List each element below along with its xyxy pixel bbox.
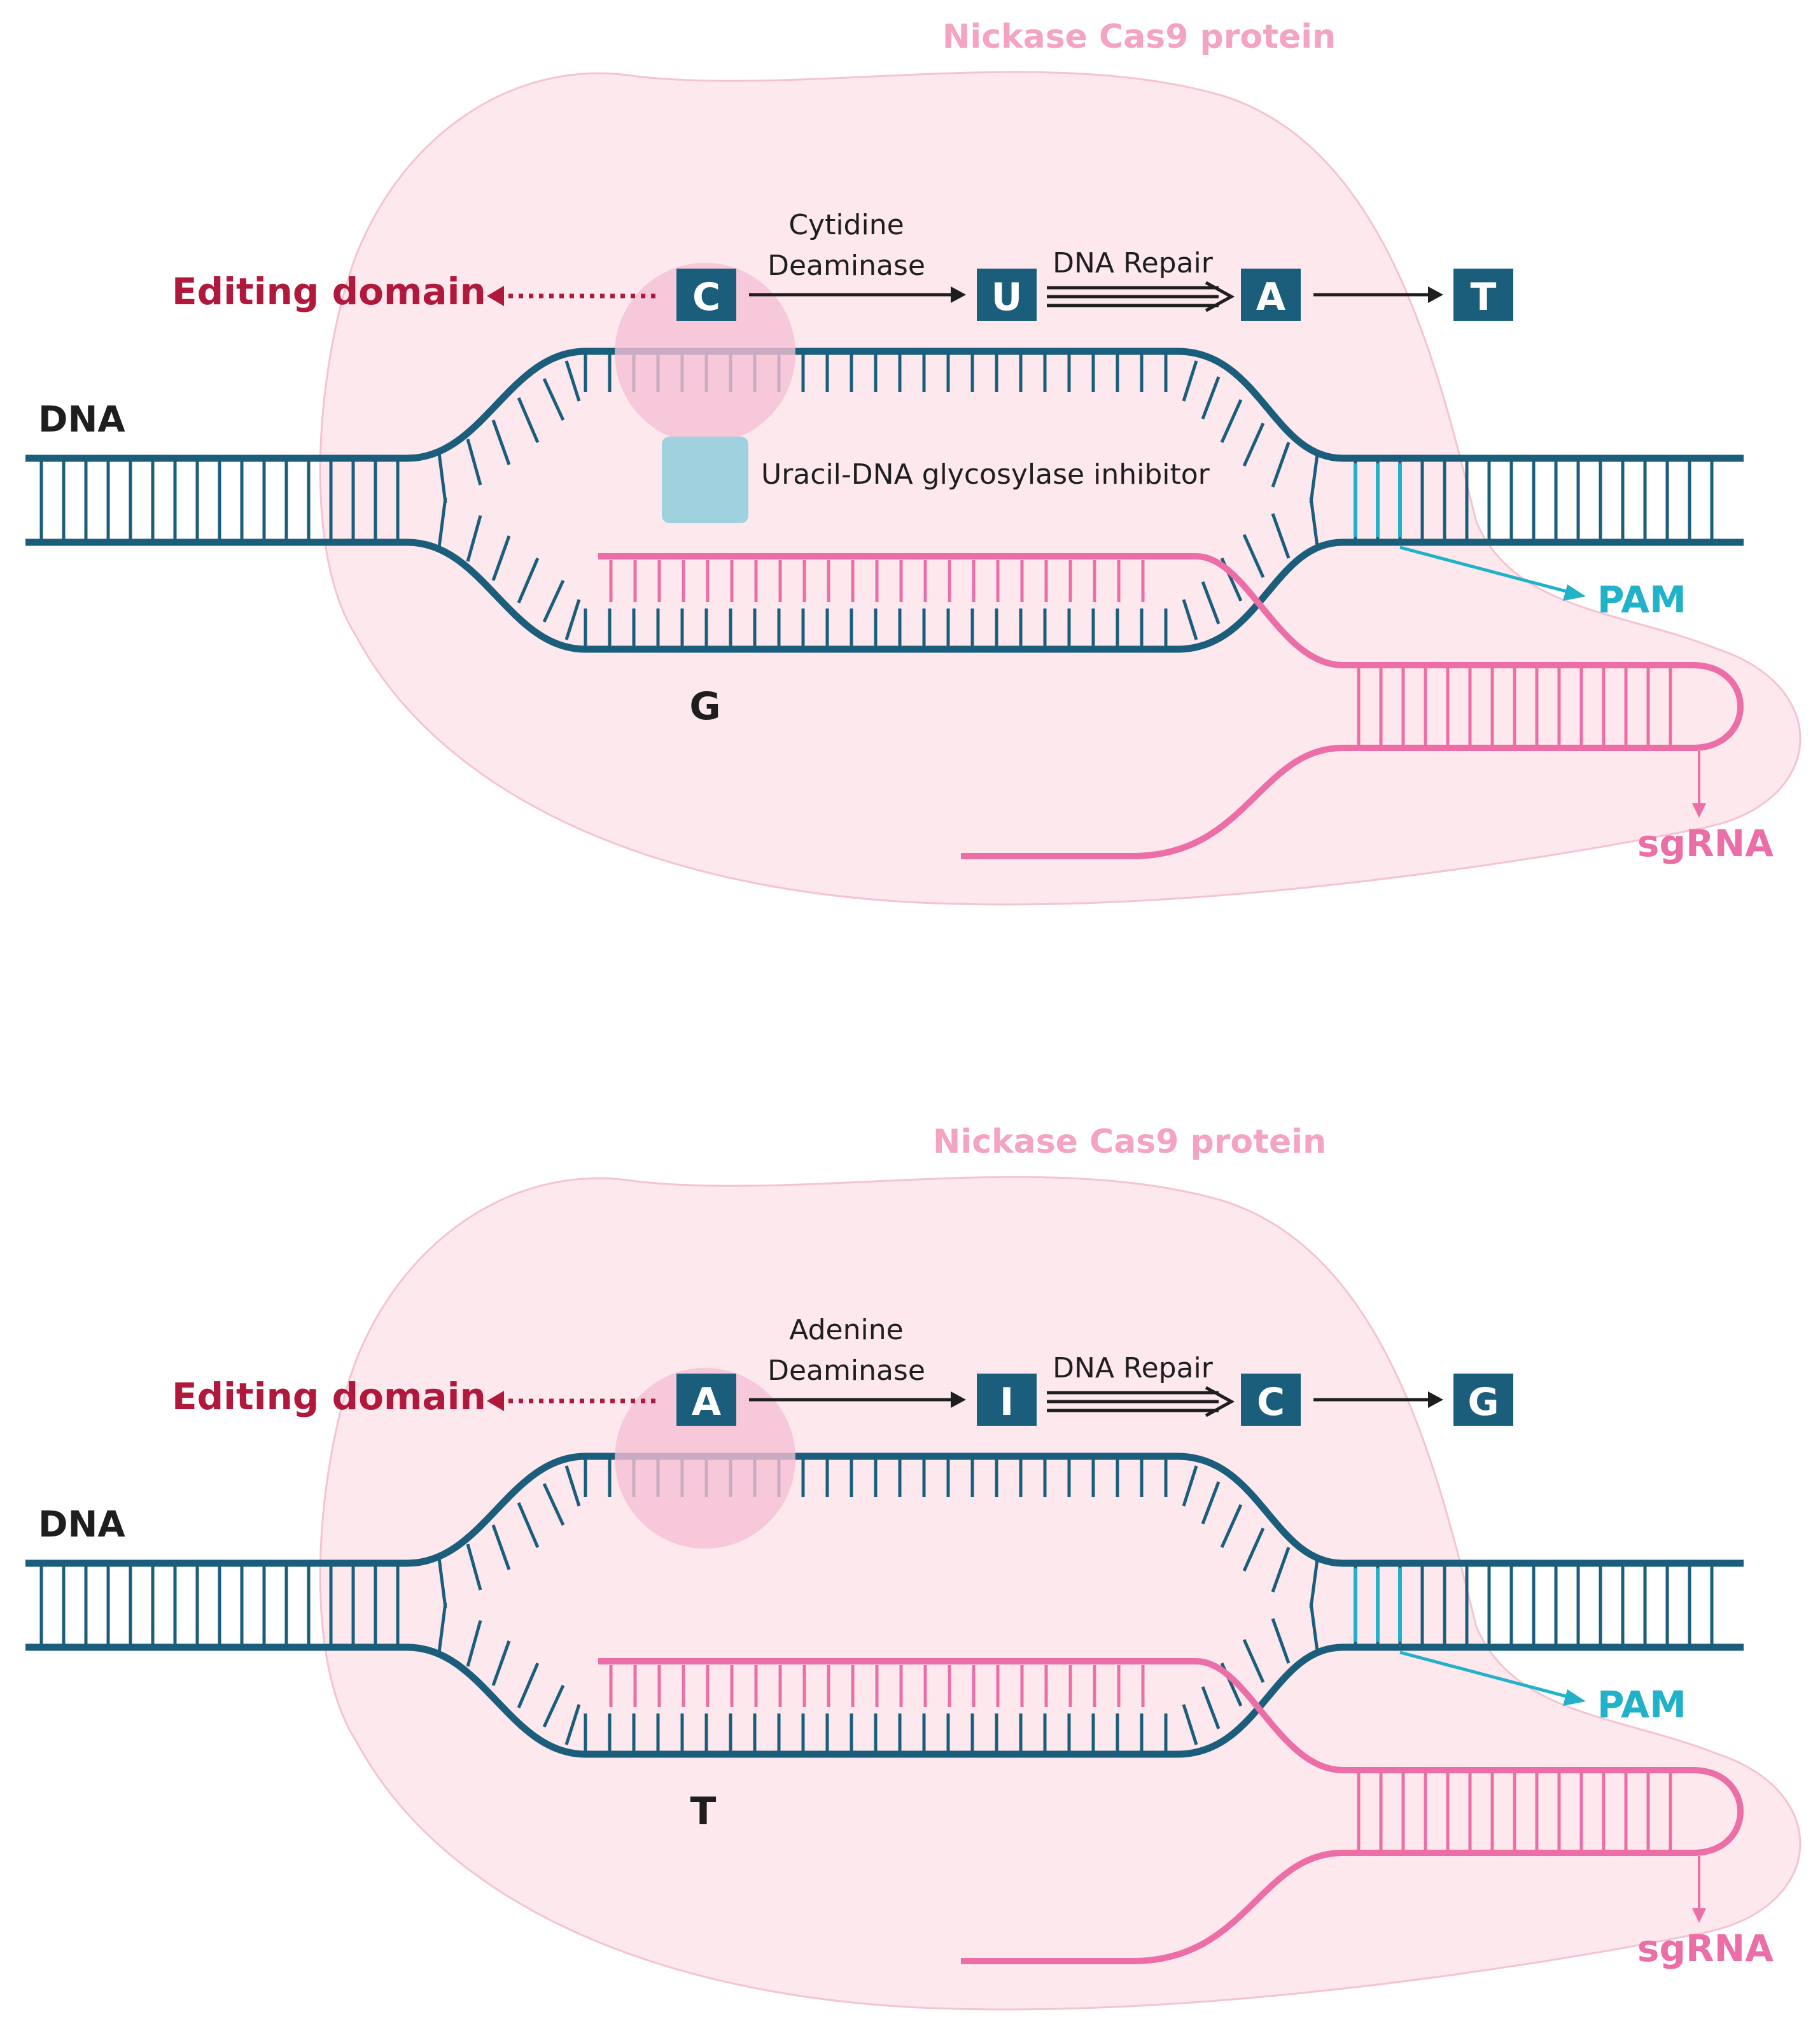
deaminase-label-line1: Adenine — [789, 1314, 903, 1346]
dna-left-duplex — [25, 1559, 407, 1651]
ugi-protein — [662, 437, 748, 523]
pam-label: PAM — [1597, 1683, 1686, 1726]
deaminase-arrow — [749, 1391, 966, 1408]
base-box-3: C — [1241, 1374, 1301, 1426]
base-box-3: A — [1241, 269, 1301, 321]
editing-domain-circle — [615, 263, 795, 444]
panel-cytosine-base-editor: Nickase Cas9 protein — [25, 18, 1802, 906]
editing-domain-arrowhead — [487, 1391, 504, 1411]
sgrna-guide-pairing — [609, 560, 1145, 602]
replication-arrow — [1313, 286, 1443, 303]
dna-label: DNA — [38, 1504, 125, 1545]
ugi-label: Uracil-DNA glycosylase inhibitor — [761, 458, 1210, 491]
base-2-label: I — [1000, 1380, 1014, 1425]
complement-base-label: T — [690, 1789, 717, 1834]
base-box-1: C — [676, 269, 736, 321]
sgrna-strand — [598, 1658, 1744, 1964]
cas9-protein-label: Nickase Cas9 protein — [942, 18, 1336, 56]
sgrna-guide-pairing — [609, 1665, 1145, 1707]
panel-adenine-base-editor: Nickase Cas9 protein — [25, 1123, 1802, 2011]
dna-bottom-strand-bubble — [407, 1643, 1343, 1758]
dna-repair-label: DNA Repair — [1053, 1352, 1214, 1384]
dna-left-duplex — [25, 454, 407, 546]
base-1-label: C — [692, 275, 720, 320]
pam-pointer — [1399, 545, 1586, 601]
sgrna-pointer — [1692, 1856, 1706, 1923]
editing-domain-arrowhead — [487, 286, 504, 306]
dna-bottom-strand-bubble — [407, 538, 1343, 653]
base-1-label: A — [692, 1380, 722, 1425]
dna-repair-arrow — [1047, 281, 1235, 313]
sgrna-label: sgRNA — [1637, 822, 1774, 865]
pam-site-rungs — [1354, 463, 1402, 537]
editing-domain-circle — [615, 1368, 795, 1549]
deaminase-label-line2: Deaminase — [767, 250, 925, 282]
bottom-strand-bases — [437, 1602, 1319, 1754]
base-2-label: U — [991, 275, 1023, 320]
bottom-strand-bases — [437, 497, 1319, 649]
base-3-label: C — [1257, 1380, 1285, 1425]
dna-top-strand-bubble — [407, 348, 1343, 462]
dna-right-duplex — [1343, 1559, 1744, 1651]
base-box-4: T — [1453, 269, 1513, 321]
base-4-label: G — [1467, 1380, 1499, 1425]
base-box-1: A — [676, 1374, 736, 1426]
top-strand-bases — [437, 1456, 1319, 1608]
sgrna-hairpin-rungs — [1357, 1770, 1672, 1853]
base-box-4: G — [1453, 1374, 1513, 1426]
deaminase-label-line2: Deaminase — [767, 1354, 925, 1387]
deaminase-arrow — [749, 286, 966, 303]
pam-site-rungs — [1354, 1568, 1402, 1642]
cas9-protein-label: Nickase Cas9 protein — [933, 1123, 1326, 1161]
base-box-2: I — [977, 1374, 1037, 1426]
dna-top-strand-bubble — [407, 1453, 1343, 1567]
editing-domain-label: Editing domain — [172, 1375, 486, 1418]
dna-repair-label: DNA Repair — [1053, 247, 1214, 279]
replication-arrow — [1313, 1391, 1443, 1408]
pam-label: PAM — [1597, 578, 1686, 621]
complement-base-label: G — [689, 684, 720, 729]
sgrna-strand — [598, 553, 1744, 859]
sgrna-hairpin-rungs — [1357, 665, 1672, 748]
dna-repair-arrow — [1047, 1386, 1235, 1418]
base-4-label: T — [1471, 275, 1497, 320]
sgrna-label: sgRNA — [1637, 1927, 1774, 1970]
sgrna-pointer — [1692, 751, 1706, 818]
base-box-2: U — [977, 269, 1037, 321]
editing-domain-label: Editing domain — [172, 270, 486, 313]
pam-pointer — [1399, 1650, 1586, 1706]
base-3-label: A — [1256, 275, 1286, 320]
deaminase-label-line1: Cytidine — [788, 209, 904, 241]
dna-label: DNA — [38, 399, 125, 440]
